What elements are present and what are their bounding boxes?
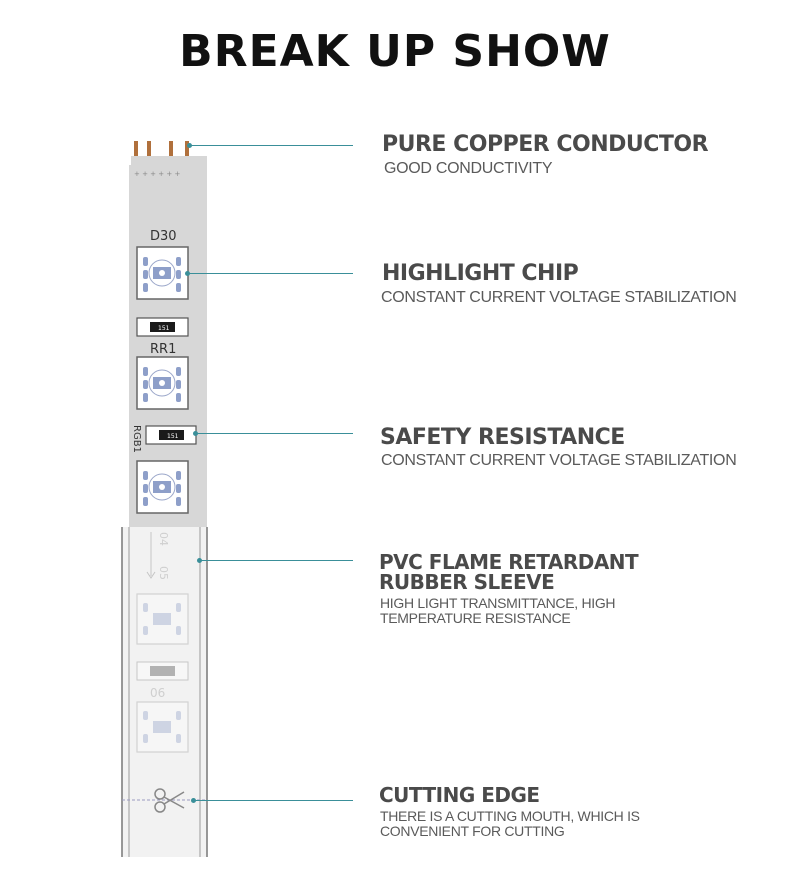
label-06: 06 <box>150 686 165 700</box>
svg-text:151: 151 <box>167 433 179 440</box>
label-d30: D30 <box>150 229 177 244</box>
label-rr1: RR1 <box>150 342 176 357</box>
leader-line-copper <box>190 145 353 146</box>
callout-sleeve-title-line1: PVC FLAME RETARDANT <box>379 550 639 574</box>
leader-line-resistance <box>196 433 353 434</box>
leader-dot-resistance <box>193 431 198 436</box>
page-title: BREAK UP SHOW <box>179 26 611 77</box>
resistor-1: 151 <box>136 317 189 337</box>
svg-text:151: 151 <box>158 325 170 332</box>
callout-copper-subtitle: GOOD CONDUCTIVITY <box>384 160 553 177</box>
led-chip-3 <box>136 460 189 514</box>
leader-dot-cutting <box>191 798 196 803</box>
leader-dot-sleeve <box>197 558 202 563</box>
resistor-2: 151 <box>145 425 197 445</box>
callout-resistance-subtitle: CONSTANT CURRENT VOLTAGE STABILIZATION <box>381 452 737 469</box>
callout-chip-subtitle: CONSTANT CURRENT VOLTAGE STABILIZATION <box>381 289 737 306</box>
rubber-sleeve: 04 05 06 <box>121 527 208 857</box>
callout-sleeve-subtitle-line2: TEMPERATURE RESISTANCE <box>380 610 571 626</box>
label-04: 04 <box>157 532 170 546</box>
led-chip-2 <box>136 356 189 410</box>
callout-cutting-title: CUTTING EDGE <box>379 783 540 807</box>
label-05: 05 <box>157 566 170 580</box>
led-chip-1 <box>136 246 189 300</box>
svg-text:+ + + + + +: + + + + + + <box>134 170 180 178</box>
label-rgb1: RGB1 <box>131 425 142 453</box>
callout-sleeve-title-line2: RUBBER SLEEVE <box>379 570 555 594</box>
copper-pins: + + + + + + <box>131 141 207 178</box>
sleeve-resistor <box>136 661 189 681</box>
callout-sleeve-subtitle-line1: HIGH LIGHT TRANSMITTANCE, HIGH <box>380 595 616 611</box>
callout-resistance-title: SAFETY RESISTANCE <box>380 425 625 450</box>
callout-cutting-subtitle-line1: THERE IS A CUTTING MOUTH, WHICH IS <box>380 808 640 824</box>
scissors-icon <box>154 788 185 813</box>
sleeve-led-chip-1 <box>136 593 189 645</box>
leader-line-chip <box>188 273 353 274</box>
leader-line-cutting <box>194 800 353 801</box>
leader-line-sleeve <box>200 560 353 561</box>
leader-dot-copper <box>187 143 192 148</box>
callout-copper-title: PURE COPPER CONDUCTOR <box>382 132 709 157</box>
sleeve-led-chip-2 <box>136 701 189 753</box>
callout-cutting-subtitle-line2: CONVENIENT FOR CUTTING <box>380 823 565 839</box>
callout-chip-title: HIGHLIGHT CHIP <box>382 261 579 286</box>
leader-dot-chip <box>185 271 190 276</box>
